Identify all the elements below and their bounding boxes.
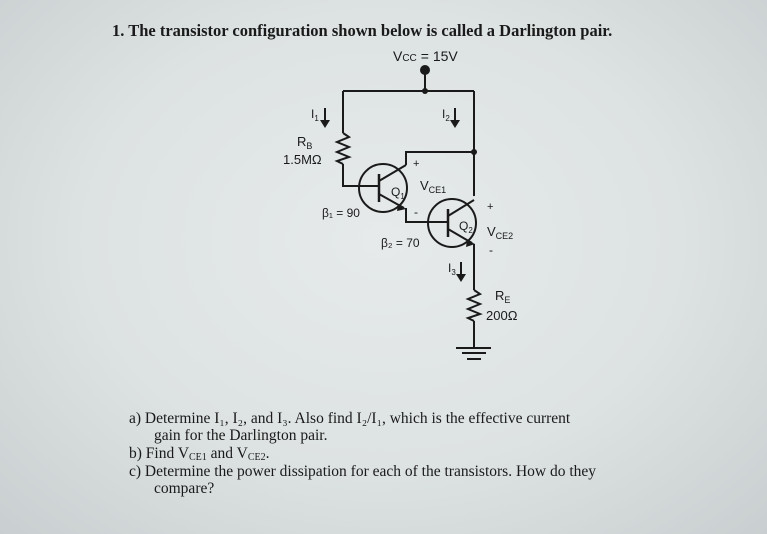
i1-label: I1	[311, 107, 319, 123]
vcc-label: Vcc= 15V	[393, 48, 458, 64]
vce2-subscript: CE2	[247, 452, 266, 463]
beta1-label: β₁ = 90	[322, 206, 360, 220]
vcc-label-text: Vcc	[393, 48, 417, 64]
question-a-line2: gain for the Darlington pair.	[154, 427, 328, 444]
junction-dot	[422, 88, 428, 94]
junction-dot	[471, 149, 477, 155]
q2-emitter-arrow-icon	[466, 240, 475, 247]
i2-arrowhead-icon	[450, 120, 460, 128]
q1-transistor-icon	[358, 163, 408, 213]
problem-statement: 1. The transistor configuration shown be…	[112, 21, 612, 41]
i2-label: I2	[442, 107, 450, 123]
question-a: a) Determine I₁, I₂, and I₃. Also find I…	[129, 410, 570, 427]
q1-collector-wire	[405, 151, 474, 165]
q2-label: Q2	[459, 219, 473, 235]
vcc-value: = 15V	[421, 48, 459, 64]
re-label: RE	[495, 288, 510, 305]
i1-arrowhead-icon	[320, 120, 330, 128]
re-value: 200Ω	[486, 308, 518, 323]
question-c-label: c)	[129, 463, 142, 480]
q1-emitter-wire	[405, 208, 432, 223]
beta2-label: β₂ = 70	[381, 236, 420, 250]
question-b-period: .	[265, 445, 270, 462]
question-c-line1: Determine the power dissipation for each…	[144, 463, 597, 480]
vce2-plus: +	[487, 201, 493, 213]
rb-resistor-icon	[334, 132, 352, 165]
question-c: c) Determine the power dissipation for e…	[129, 463, 596, 480]
question-b-text: Find V	[145, 445, 190, 462]
vce2-minus: -	[489, 243, 493, 257]
problem-number: 1.	[112, 21, 125, 40]
question-b-label: b)	[129, 445, 142, 462]
question-b: b) Find VCE1 and VCE2.	[129, 445, 270, 466]
rb-value: 1.5MΩ	[283, 152, 322, 167]
question-a-label: a)	[129, 410, 142, 427]
vce1-label: VCE1	[420, 178, 446, 195]
rb-label: RB	[297, 134, 312, 151]
i3-label: I3	[448, 261, 456, 277]
vce1-plus: +	[413, 158, 419, 170]
ground-icon	[456, 347, 491, 360]
re-resistor-icon	[465, 289, 483, 322]
vce1-subscript: CE1	[189, 452, 207, 463]
question-b-text-2: and V	[206, 445, 248, 462]
q1-emitter-arrow-icon	[397, 204, 406, 211]
question-c-line2: compare?	[154, 480, 215, 497]
base-wire	[342, 164, 363, 187]
question-a-line1: Determine I₁, I₂, and I₃. Also find I₂/I…	[144, 410, 571, 427]
i3-arrowhead-icon	[456, 274, 466, 282]
q1-label: Q1	[391, 185, 405, 201]
vce2-label: VCE2	[487, 224, 513, 241]
vcc-terminal-dot	[420, 65, 430, 75]
vce1-minus: -	[414, 205, 418, 219]
problem-text: The transistor configuration shown below…	[128, 21, 613, 40]
q2-transistor-icon	[427, 198, 477, 248]
